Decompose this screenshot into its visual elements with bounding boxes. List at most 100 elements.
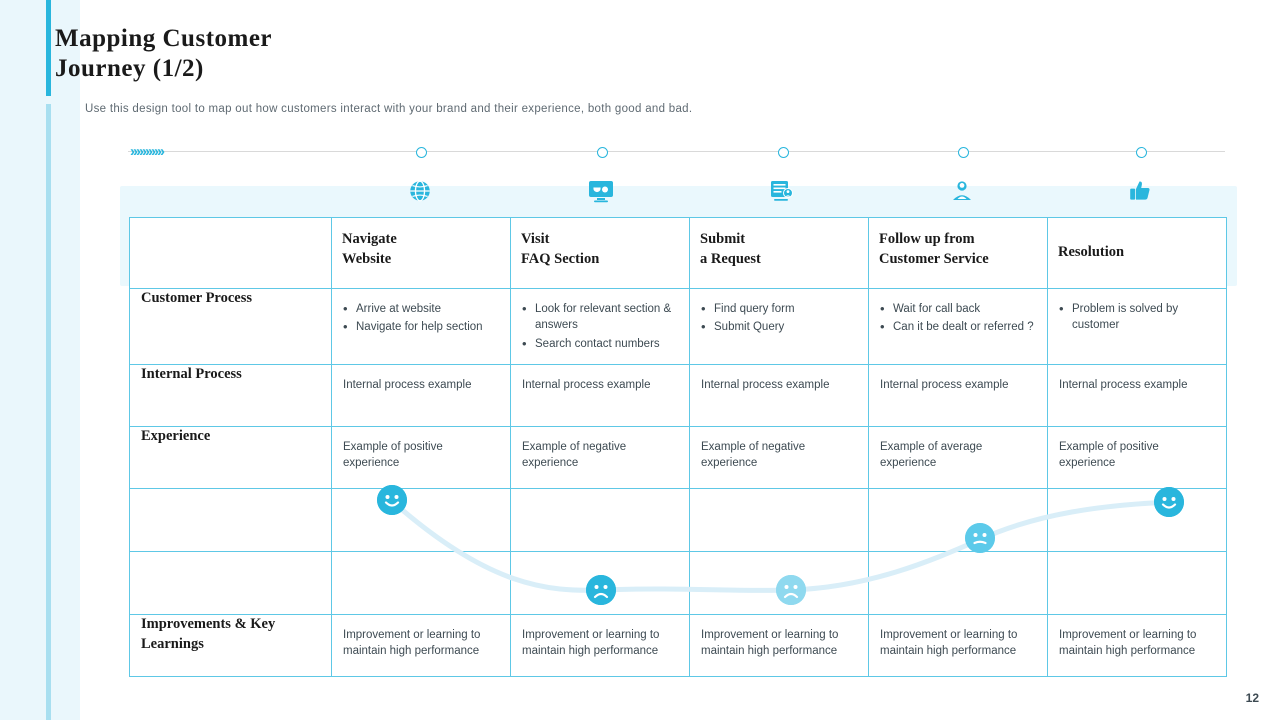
cell-sentiment-upper-submit xyxy=(689,487,869,552)
timeline-node-1 xyxy=(416,147,427,158)
cell-improvements-faq: Improvement or learning to maintain high… xyxy=(510,613,690,677)
left-accent-bar-light xyxy=(46,104,51,720)
timeline-node-4 xyxy=(958,147,969,158)
cell-text: Internal process example xyxy=(880,378,1009,391)
cell-sentiment-upper-faq xyxy=(510,487,690,552)
row-label-improvements-key-learnings: Improvements & Key Learnings xyxy=(129,613,332,677)
cell-sentiment-lower-followup xyxy=(868,550,1048,615)
cell-improvements-navigate: Improvement or learning to maintain high… xyxy=(331,613,511,677)
cell-text: Improvement or learning to maintain high… xyxy=(701,628,839,658)
column-header-navigate-website: Navigate Website xyxy=(331,217,511,289)
table-row-experience: Experience Example of positive experienc… xyxy=(129,425,1227,489)
cell-text: Example of positive experience xyxy=(343,440,443,470)
faq-screen-icon xyxy=(581,178,621,210)
cell-text: Improvement or learning to maintain high… xyxy=(1059,628,1197,658)
table-row-sentiment-lower xyxy=(129,550,1227,615)
table-header-row: Navigate Website Visit FAQ Section Submi… xyxy=(129,217,1227,289)
cell-customer-process-faq: Look for relevant section & answers Sear… xyxy=(510,288,690,365)
cell-sentiment-upper-resolution xyxy=(1047,487,1227,552)
column-header-line1: Visit xyxy=(521,231,550,247)
cell-customer-process-resolution: Problem is solved by customer xyxy=(1047,288,1227,365)
cell-customer-process-navigate: Arrive at website Navigate for help sect… xyxy=(331,288,511,365)
page-subtitle: Use this design tool to map out how cust… xyxy=(85,103,693,115)
cell-improvements-submit: Improvement or learning to maintain high… xyxy=(689,613,869,677)
list-item: Look for relevant section & answers xyxy=(522,300,681,334)
cell-text: Improvement or learning to maintain high… xyxy=(522,628,660,658)
cell-customer-process-submit: Find query form Submit Query xyxy=(689,288,869,365)
cell-text: Example of negative experience xyxy=(701,440,806,470)
cell-internal-process-faq: Internal process example xyxy=(510,363,690,427)
row-label-experience: Experience xyxy=(129,425,332,489)
column-header-visit-faq-section: Visit FAQ Section xyxy=(510,217,690,289)
timeline-node-5 xyxy=(1136,147,1147,158)
bullet-list: Look for relevant section & answers Sear… xyxy=(511,289,689,364)
column-header-line1: Resolution xyxy=(1058,244,1125,261)
page-title: Mapping Customer Journey (1/2) xyxy=(55,24,755,84)
cell-internal-process-navigate: Internal process example xyxy=(331,363,511,427)
table-row-improvements: Improvements & Key Learnings Improvement… xyxy=(129,613,1227,677)
column-header-follow-up-from-customer-service: Follow up from Customer Service xyxy=(868,217,1048,289)
globe-icon xyxy=(400,178,440,210)
table-corner-cell xyxy=(129,217,332,289)
left-accent-bar-dark xyxy=(46,0,51,96)
list-item: Can it be dealt or referred ? xyxy=(880,318,1039,337)
cell-sentiment-lower-navigate xyxy=(331,550,511,615)
cell-experience-navigate: Example of positive experience xyxy=(331,425,511,489)
timeline-arrow-chevrons: ››››››››››› xyxy=(130,143,165,160)
cell-customer-process-followup: Wait for call back Can it be dealt or re… xyxy=(868,288,1048,365)
column-header-line1: Submit xyxy=(700,231,746,247)
cell-experience-faq: Example of negative experience xyxy=(510,425,690,489)
cell-text: Example of average experience xyxy=(880,440,983,470)
row-label-text: Improvements & Key Learnings xyxy=(141,615,276,652)
left-accent-band xyxy=(0,0,80,720)
cell-experience-followup: Example of average experience xyxy=(868,425,1048,489)
cell-text: Internal process example xyxy=(343,378,472,391)
bullet-list: Find query form Submit Query xyxy=(690,289,868,348)
row-label-customer-process: Customer Process xyxy=(129,288,332,365)
column-header-line2: Customer Service xyxy=(879,250,989,267)
cell-improvements-resolution: Improvement or learning to maintain high… xyxy=(1047,613,1227,677)
column-header-line1: Navigate xyxy=(342,231,397,247)
cell-internal-process-followup: Internal process example xyxy=(868,363,1048,427)
timeline-axis xyxy=(128,151,1225,152)
cell-sentiment-lower-label xyxy=(129,550,332,615)
cell-sentiment-upper-navigate xyxy=(331,487,511,552)
cell-experience-submit: Example of negative experience xyxy=(689,425,869,489)
cell-text: Internal process example xyxy=(522,378,651,391)
table-row-sentiment-upper xyxy=(129,487,1227,552)
column-header-line1: Follow up from xyxy=(879,231,975,247)
thumbs-up-icon xyxy=(1120,178,1160,210)
page-title-line1: Mapping Customer xyxy=(55,25,273,52)
cell-text: Internal process example xyxy=(701,378,830,391)
cell-text: Example of negative experience xyxy=(522,440,627,470)
cell-internal-process-submit: Internal process example xyxy=(689,363,869,427)
table-row-internal-process: Internal Process Internal process exampl… xyxy=(129,363,1227,427)
column-header-submit-a-request: Submit a Request xyxy=(689,217,869,289)
table-row-customer-process: Customer Process Arrive at website Navig… xyxy=(129,288,1227,365)
cell-sentiment-lower-submit xyxy=(689,550,869,615)
column-header-resolution: Resolution xyxy=(1047,217,1227,289)
cell-sentiment-lower-resolution xyxy=(1047,550,1227,615)
cell-text: Improvement or learning to maintain high… xyxy=(343,628,481,658)
list-item: Find query form xyxy=(701,300,860,319)
timeline-node-3 xyxy=(778,147,789,158)
column-header-line2: Website xyxy=(342,250,392,267)
cell-internal-process-resolution: Internal process example xyxy=(1047,363,1227,427)
cell-text: Example of positive experience xyxy=(1059,440,1159,470)
row-label-internal-process: Internal Process xyxy=(129,363,332,427)
cell-sentiment-upper-label xyxy=(129,487,332,552)
list-item: Search contact numbers xyxy=(522,335,681,354)
bullet-list: Wait for call back Can it be dealt or re… xyxy=(869,289,1047,348)
column-header-line2: FAQ Section xyxy=(521,250,600,267)
cell-experience-resolution: Example of positive experience xyxy=(1047,425,1227,489)
page-number: 12 xyxy=(1245,691,1259,705)
cell-text: Internal process example xyxy=(1059,378,1188,391)
support-agent-icon xyxy=(942,178,982,210)
customer-journey-table: Navigate Website Visit FAQ Section Submi… xyxy=(129,217,1227,677)
bullet-list: Arrive at website Navigate for help sect… xyxy=(332,289,510,348)
cell-sentiment-upper-followup xyxy=(868,487,1048,552)
cell-improvements-followup: Improvement or learning to maintain high… xyxy=(868,613,1048,677)
cell-text: Improvement or learning to maintain high… xyxy=(880,628,1018,658)
form-request-icon xyxy=(762,178,802,210)
list-item: Problem is solved by customer xyxy=(1059,300,1218,334)
